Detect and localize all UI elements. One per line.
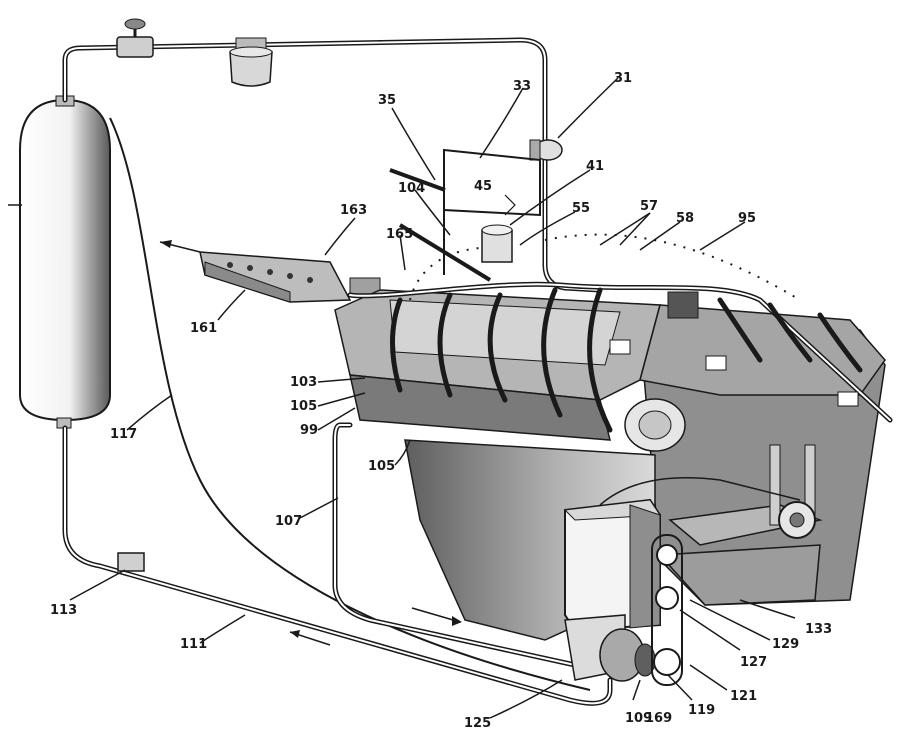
belt-drive <box>599 444 823 686</box>
injector-lines <box>347 233 893 433</box>
ref-105b: 105 <box>368 459 395 474</box>
reference-numerals: 31 33 35 41 45 55 57 58 95 99 103 104 10… <box>50 71 832 731</box>
pump-housing <box>563 498 661 632</box>
ref-105a: 105 <box>290 399 317 414</box>
regulator-valve <box>116 18 154 58</box>
return-lines <box>62 117 613 706</box>
ref-119: 119 <box>688 703 715 718</box>
leader-lines <box>69 77 796 719</box>
sensor-31 <box>529 139 563 161</box>
ref-111: 111 <box>180 637 207 652</box>
ref-117: 117 <box>110 427 137 442</box>
ref-35: 35 <box>378 93 396 108</box>
ref-113: 113 <box>50 603 77 618</box>
ref-57: 57 <box>640 199 658 214</box>
ref-129: 129 <box>772 637 799 652</box>
ref-169: 169 <box>645 711 672 726</box>
reservoir-cup <box>229 37 273 87</box>
top-pipe <box>62 37 603 293</box>
ref-99: 99 <box>300 423 318 438</box>
ref-109: 109 <box>625 711 652 726</box>
ref-165: 165 <box>386 227 413 242</box>
ref-95: 95 <box>738 211 756 226</box>
ref-125: 125 <box>464 716 491 731</box>
ref-163: 163 <box>340 203 367 218</box>
ref-104: 104 <box>398 181 425 196</box>
ref-133: 133 <box>805 622 832 637</box>
ref-31: 31 <box>614 71 632 86</box>
ref-127: 127 <box>740 655 767 670</box>
manifold-161 <box>159 240 381 303</box>
ref-107: 107 <box>275 514 302 529</box>
ref-161: 161 <box>190 321 217 336</box>
ref-121: 121 <box>730 689 757 704</box>
ref-41: 41 <box>586 159 604 174</box>
ref-103: 103 <box>290 375 317 390</box>
ref-55: 55 <box>572 201 590 216</box>
check-valve-113 <box>117 552 145 572</box>
ref-45: 45 <box>474 179 492 194</box>
ref-58: 58 <box>676 211 694 226</box>
storage-tank <box>8 95 111 429</box>
control-head <box>389 148 541 282</box>
ref-33: 33 <box>513 79 531 94</box>
drive-motor <box>564 614 656 682</box>
